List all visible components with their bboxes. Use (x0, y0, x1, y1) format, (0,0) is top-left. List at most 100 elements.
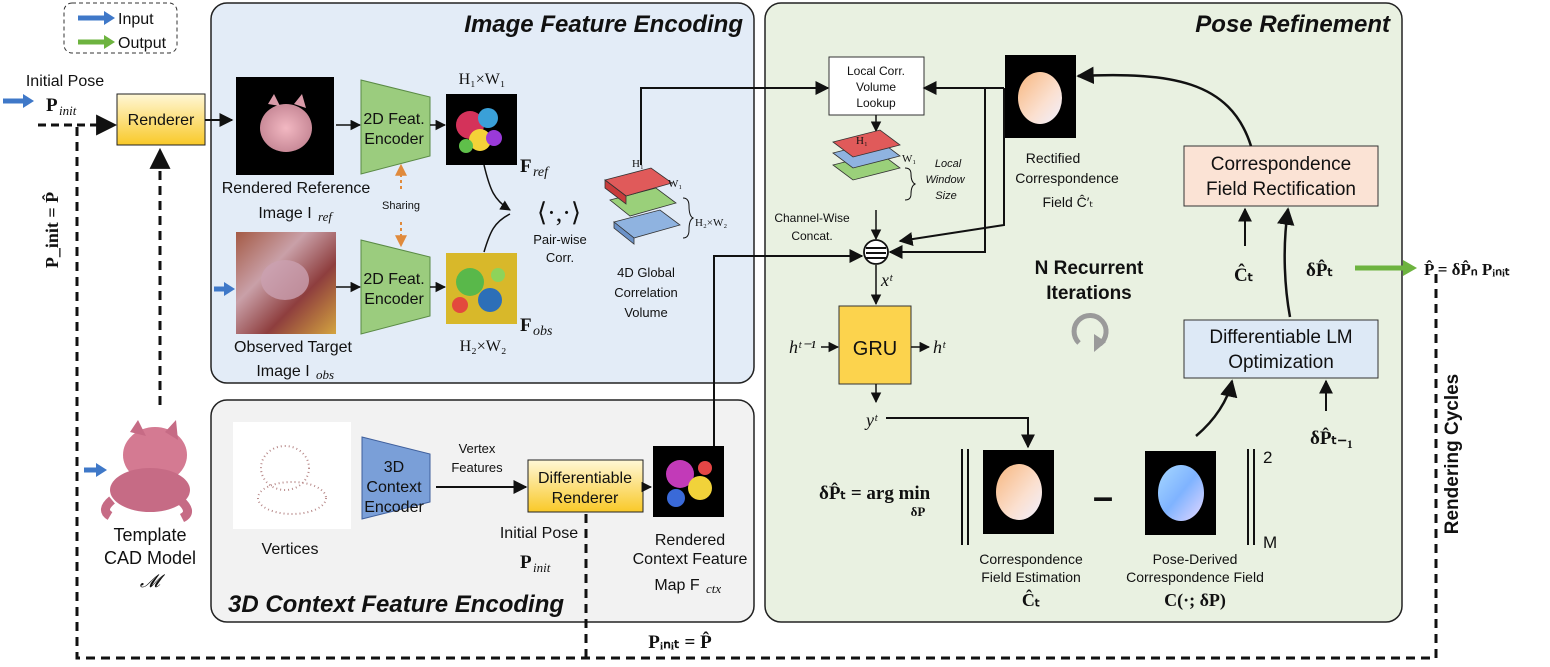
dp-prev-label: δP̂ₜ₋₁ (1310, 428, 1353, 449)
h-prev-label: hᵗ⁻¹ (789, 337, 816, 357)
vol-h1: H₁ (632, 158, 644, 170)
ref-image-sub: ref (318, 209, 334, 224)
f-obs-sub: obs (533, 324, 553, 339)
iterations-l1: N Recurrent (1035, 258, 1144, 279)
ref-image-label-2: Image I (258, 205, 311, 222)
image-feature-panel (210, 2, 755, 384)
template-label-2: CAD Model (104, 548, 196, 568)
template-symbol: 𝓜 (140, 571, 166, 591)
lookup-l1: Local Corr. (847, 64, 905, 78)
ctx-initial-pose-l1: Initial Pose (500, 525, 578, 542)
win-l1: Local (935, 158, 962, 170)
diff-renderer-l1: Differentiable (538, 470, 632, 487)
lookup-l3: Lookup (856, 96, 896, 110)
vol-h2w2: H₂×W₂ (695, 217, 727, 229)
differentiable-lm-box (1183, 319, 1379, 379)
pairwise-label-1: Pair-wise (533, 232, 586, 247)
diff-renderer-l2: Renderer (552, 490, 619, 507)
cfe-l1: Correspondence (979, 551, 1083, 567)
encoder-2d-bottom-l2: Encoder (364, 291, 424, 308)
encoder-2d-top (360, 79, 431, 175)
rcf-sub: ctx (706, 581, 721, 596)
vertices-point-cloud (233, 422, 351, 529)
lm-l1: Differentiable LM (1209, 327, 1352, 348)
encoder-2d-top-l1: 2D Feat. (363, 111, 424, 128)
rect-l1: Rectified (1026, 150, 1080, 166)
xt-label: xᵗ (880, 270, 893, 290)
lm-l2: Optimization (1228, 352, 1334, 373)
ref-image-label-1: Rendered Reference (222, 180, 371, 197)
cfr-l1: Correspondence (1211, 154, 1351, 175)
h-next-label: hᵗ (933, 337, 946, 357)
context-feature-title: 3D Context Feature Encoding (228, 591, 564, 618)
local-corr-lookup-box (828, 56, 925, 116)
image-feature-title: Image Feature Encoding (464, 11, 743, 38)
template-cad-model (101, 420, 192, 523)
obs-image-label-1: Observed Target (234, 339, 353, 356)
initial-pose-label: Initial Pose (26, 73, 104, 90)
p-init-symbol: P (46, 95, 58, 116)
p-init-eq-vertical: P_init = P̂ (42, 192, 62, 268)
concat-l1: Channel-Wise (774, 211, 850, 225)
pdc-l1: Pose-Derived (1153, 551, 1238, 567)
pairwise-symbol: ⟨·,·⟩ (537, 198, 581, 227)
lookup-l2: Volume (856, 80, 896, 94)
pairwise-label-2: Corr. (546, 250, 574, 265)
win-w1: W₁ (902, 153, 916, 165)
output-arrow (1403, 260, 1417, 276)
cfe-l3: Ĉₜ (1022, 588, 1040, 610)
differentiable-renderer-box (527, 459, 644, 513)
norm-sup: 2 (1263, 448, 1272, 467)
f-ref-sub: ref (533, 165, 550, 180)
eq-lhs: δP̂ₜ = arg min (819, 483, 931, 504)
context-encoder-3d (361, 436, 431, 520)
pose-refinement-title: Pose Refinement (1195, 11, 1391, 38)
vol-w1: W₁ (668, 178, 682, 190)
p-init-sub: init (59, 103, 77, 118)
gru-box (838, 305, 912, 385)
vertex-features-l1: Vertex (459, 441, 496, 456)
volume-label-2: Correlation (614, 285, 678, 300)
renderer-label: Renderer (128, 112, 195, 129)
encoder-2d-bottom-l1: 2D Feat. (363, 271, 424, 288)
correlation-volume (604, 167, 681, 245)
pdc-l3: C(·; δP) (1164, 590, 1226, 611)
f-ref-symbol: F (520, 156, 532, 177)
f-obs-symbol: F (520, 315, 532, 336)
rcf-l2: Context Feature (633, 551, 748, 568)
local-window-volume (832, 129, 901, 181)
yt-label: yᵗ (864, 410, 878, 430)
rect-l2: Correspondence (1015, 170, 1119, 186)
pdc-l2: Correspondence Field (1126, 569, 1264, 585)
ctx-p-init-sub: init (533, 560, 551, 575)
rendering-cycle-loop (75, 127, 1438, 660)
ctx-p-init: P (520, 552, 532, 573)
iterations-l2: Iterations (1046, 283, 1132, 304)
obs-image-sub: obs (316, 367, 334, 382)
win-l2: Window (925, 174, 965, 186)
dp-t-label: δP̂ₜ (1306, 260, 1333, 281)
legend-output-label: Output (118, 35, 167, 52)
ctx-enc-l2: Context (366, 479, 422, 496)
rcf-l3: Map F (654, 577, 700, 594)
legend-input-label: Input (118, 11, 154, 28)
rendering-cycles-label: Rendering Cycles (1442, 374, 1463, 535)
obs-image-label-2: Image I (256, 363, 309, 380)
c-t-label: Ĉₜ (1234, 263, 1253, 286)
output-equation: P̂ = δP̂ₙ Pᵢₙᵢₜ (1424, 260, 1510, 279)
cfr-l2: Field Rectification (1206, 179, 1356, 200)
template-label-1: Template (113, 525, 186, 545)
bottom-p-eq: Pᵢₙᵢₜ = P̂ (648, 632, 712, 653)
eq-sub: δP (911, 504, 926, 519)
vertices-label: Vertices (262, 541, 319, 558)
gru-label: GRU (853, 338, 897, 360)
volume-label-1: 4D Global (617, 265, 675, 280)
vertex-features-l2: Features (451, 460, 503, 475)
encoder-2d-top-l2: Encoder (364, 131, 424, 148)
eq-minus: – (1093, 476, 1113, 517)
encoder-2d-bottom (360, 239, 431, 335)
ctx-enc-l1: 3D (384, 459, 404, 476)
rect-l3: Field Ĉ′ₜ (1042, 194, 1093, 210)
